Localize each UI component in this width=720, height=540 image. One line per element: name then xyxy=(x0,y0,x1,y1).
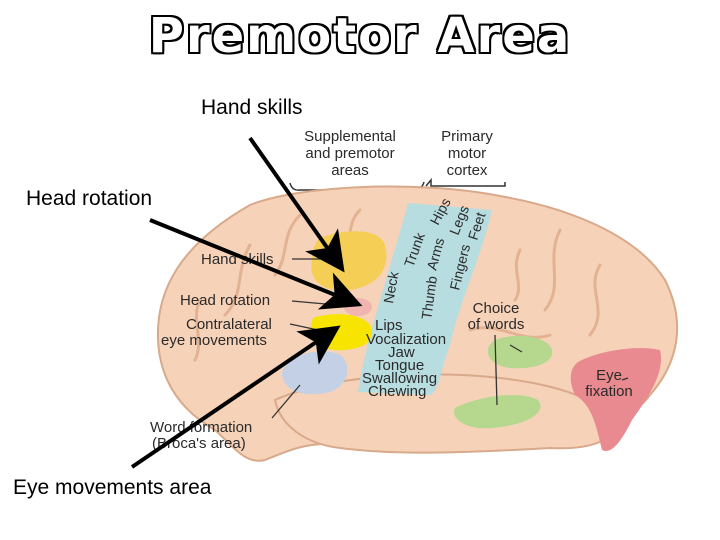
label-eye-fixation-line-2: fixation xyxy=(585,383,633,400)
callout-eye-movements: Eye movements area xyxy=(13,476,212,499)
label-choice-of-words-line-1: Choice xyxy=(473,300,520,317)
primary-header-line-3: cortex xyxy=(447,162,488,179)
label-choice-of-words-line-2: of words xyxy=(468,316,525,333)
supplemental-header-line-3: areas xyxy=(331,162,369,179)
motor-label-lips: Lips xyxy=(375,317,403,334)
slide-title: Premotor Area xyxy=(148,8,572,64)
primary-bracket xyxy=(425,177,506,187)
primary-header-line-2: motor xyxy=(448,145,486,162)
motor-label-neck: Neck xyxy=(380,269,401,304)
arrow-eye-movements xyxy=(130,325,341,469)
eye-fixation-region xyxy=(570,348,661,451)
primary-header-line-1: Primary xyxy=(441,128,493,145)
label-word-formation-line-1: Word formation xyxy=(150,419,252,436)
motor-label-swallowing: Swallowing xyxy=(362,370,437,387)
arrow-hand-skills xyxy=(248,136,345,273)
choice-of-words-region-lower xyxy=(454,394,541,429)
choice-of-words-region-upper xyxy=(487,335,553,369)
primary-motor-strip xyxy=(358,203,492,395)
arrow-head-rotation xyxy=(149,218,363,310)
supplemental-header-line-1: Supplemental xyxy=(304,128,396,145)
label-contralateral-line-1: Contralateral xyxy=(186,316,272,333)
motor-label-chewing: Chewing xyxy=(368,383,426,400)
motor-label-tongue: Tongue xyxy=(375,357,424,374)
label-head-rotation: Head rotation xyxy=(180,292,270,309)
motor-label-thumb: Thumb xyxy=(418,275,440,321)
supplemental-header-line-2: and premotor xyxy=(305,145,394,162)
motor-label-jaw: Jaw xyxy=(388,344,415,361)
motor-label-vocalization: Vocalization xyxy=(366,331,446,348)
callout-head-rotation: Head rotation xyxy=(26,187,153,210)
label-contralateral-line-2: eye movements xyxy=(161,332,267,349)
callout-hand-skills: Hand skills xyxy=(201,96,303,119)
label-eye-fixation-line-1: Eye xyxy=(596,367,622,384)
